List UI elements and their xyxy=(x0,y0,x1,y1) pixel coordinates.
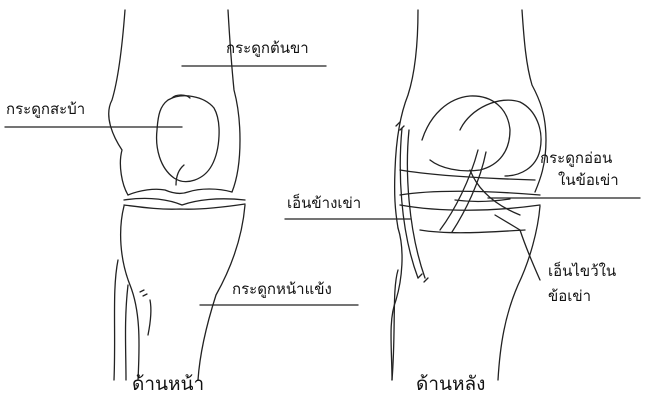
label-tibia: กระดูกหน้าแข้ง xyxy=(232,281,332,298)
cruciate-leader-line xyxy=(495,215,540,280)
cruciate-ligament xyxy=(440,150,478,230)
label-patella: กระดูกสะบ้า xyxy=(6,101,85,118)
back-femur-outline xyxy=(395,10,418,228)
label-cartilage-line1: กระดูกอ่อน xyxy=(540,150,612,167)
label-cruciate-line2: ข้อเข่า xyxy=(548,288,591,305)
front-patella-outline xyxy=(157,96,220,182)
label-cartilage-line2: ในข้อเข่า xyxy=(558,172,619,189)
label-collateral-ligament: เอ็นข้างเข่า xyxy=(287,195,361,212)
label-cruciate-line1: เอ็นไขว้ใน xyxy=(548,263,616,280)
front-tibia-outline xyxy=(121,206,139,380)
front-femur-outline xyxy=(109,10,128,195)
label-femur: กระดูกต้นขา xyxy=(226,40,309,57)
front-view-caption: ด้านหน้า xyxy=(132,374,204,396)
front-fibula-outline xyxy=(114,260,118,380)
back-view-caption: ด้านหลัง xyxy=(416,374,485,396)
back-knee-illustration xyxy=(391,10,546,380)
